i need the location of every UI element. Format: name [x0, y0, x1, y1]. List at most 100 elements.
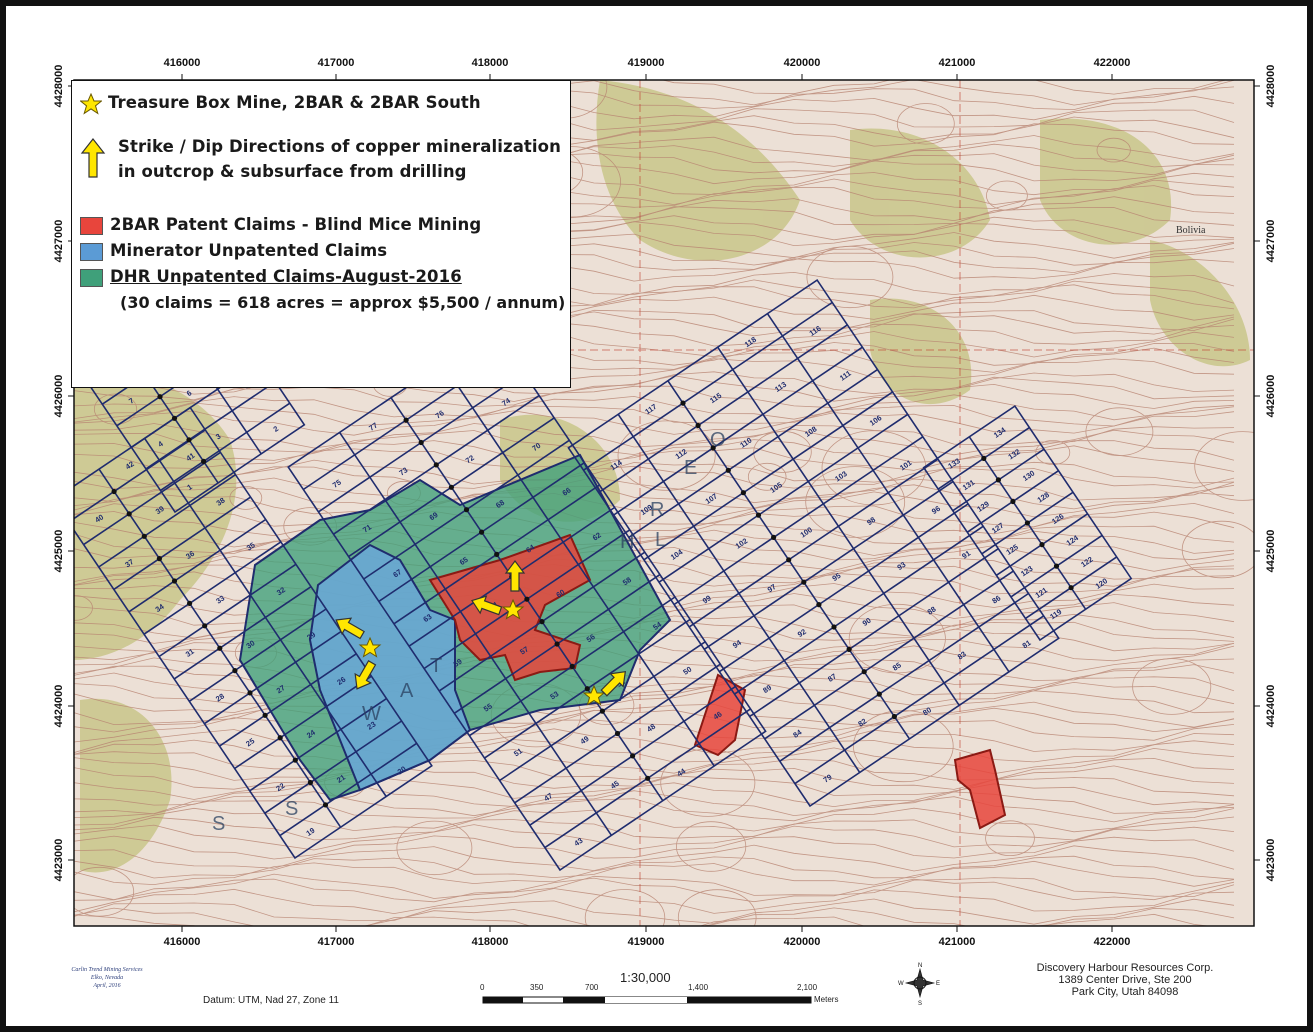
claim-number: 32 — [275, 585, 287, 597]
claim-dot — [232, 668, 238, 674]
svg-text:S: S — [918, 1001, 922, 1007]
y-tick-label: 4424000 — [1265, 685, 1277, 728]
claim-row-line — [264, 720, 403, 814]
claim-number: 76 — [434, 408, 446, 420]
contour-line — [74, 423, 1235, 449]
scale-tick-label: 350 — [530, 983, 544, 992]
contour-ring — [584, 889, 666, 926]
place-letter: S — [285, 798, 298, 820]
legend-label: 2BAR Patent Claims - Blind Mice Mining — [110, 215, 482, 234]
claim-number: 81 — [1021, 638, 1033, 650]
contour-line — [74, 807, 1235, 833]
contour-ring — [986, 180, 1028, 211]
arrow-icon — [600, 670, 627, 697]
minerator-claims — [308, 543, 472, 792]
claim-number: 53 — [548, 689, 560, 701]
datum-text: Datum: UTM, Nad 27, Zone 11 — [203, 995, 339, 1006]
claim-number: 79 — [822, 772, 834, 784]
claim-dot — [1024, 520, 1030, 526]
contour-line — [74, 491, 1235, 518]
claim-dot — [247, 690, 253, 696]
contour-ring — [1194, 431, 1254, 501]
minerator-swatch — [80, 243, 103, 261]
claim-number: 40 — [93, 512, 105, 524]
claim-number: 36 — [184, 549, 196, 561]
place-label-bolivia: Bolivia — [1176, 225, 1206, 236]
credit-line: Elko, Nevada — [90, 975, 124, 981]
claim-number: 48 — [645, 722, 657, 734]
y-tick-label: 4425000 — [53, 530, 65, 573]
claim-dot — [307, 779, 313, 786]
arrow-icon — [335, 617, 365, 640]
claim-number: 49 — [579, 734, 591, 746]
claim-dot — [277, 735, 283, 741]
claim-number: 66 — [561, 486, 573, 498]
contour-ring — [74, 595, 93, 621]
x-tick-label: 416000 — [164, 57, 201, 69]
y-tick-label: 4424000 — [53, 685, 65, 728]
credit-block: Carlin Trend Mining Services Elko, Nevad… — [62, 966, 152, 990]
claim-dot — [801, 579, 807, 585]
y-tick-label: 4426000 — [53, 375, 65, 418]
claim-dot — [433, 462, 439, 468]
contour-line — [74, 707, 1235, 733]
place-letter: O — [710, 429, 726, 451]
claim-number: 22 — [274, 781, 286, 793]
claim-dot — [1068, 585, 1074, 591]
scale-unit: Meters — [814, 995, 839, 1004]
claim-number: 69 — [428, 510, 440, 522]
claim-number: 96 — [930, 504, 942, 516]
contour-line — [74, 428, 1235, 456]
claim-block-outline — [567, 278, 1060, 808]
claim-number: 62 — [591, 530, 603, 542]
claim-dot — [891, 713, 898, 720]
claim-number: 86 — [990, 593, 1002, 605]
claim-number: 28 — [214, 691, 226, 703]
star-icon — [358, 636, 382, 658]
claim-dot — [740, 490, 747, 496]
claim-number: 88 — [926, 605, 938, 617]
claim-dot — [680, 400, 686, 406]
contour-line — [74, 701, 1235, 728]
svg-text:E: E — [936, 981, 940, 987]
claim-number: 80 — [921, 705, 933, 717]
scale-bar — [482, 996, 812, 1004]
x-tick-label: 422000 — [1094, 57, 1131, 69]
contour-line — [74, 664, 1235, 689]
place-letter: T — [430, 655, 442, 677]
contour-line — [74, 844, 1235, 872]
contour-line — [74, 888, 1235, 915]
claim-dot — [725, 467, 731, 473]
claim-dot — [494, 551, 500, 558]
contour-line — [74, 394, 1235, 421]
claim-number: 35 — [245, 540, 257, 552]
claim-row-line — [203, 630, 342, 725]
claim-number: 83 — [956, 649, 968, 661]
star-icon — [582, 684, 606, 706]
claim-number: 87 — [826, 672, 838, 684]
contour-line — [74, 529, 1235, 556]
y-tick-label: 4423000 — [1265, 839, 1277, 882]
claim-number: 31 — [184, 647, 196, 659]
claim-dot — [695, 422, 701, 429]
claim-number: 72 — [464, 453, 476, 465]
claim-number: 59 — [452, 657, 464, 669]
contour-ring — [806, 245, 894, 309]
place-letter: L — [655, 529, 666, 551]
claim-dot — [981, 455, 987, 461]
claim-dot — [755, 512, 762, 518]
company-name: Discovery Harbour Resources Corp. — [1036, 962, 1214, 974]
claim-row-line — [128, 518, 267, 613]
claim-number: 4 — [156, 439, 165, 449]
contour-line — [74, 824, 1235, 851]
claim-dot — [630, 753, 636, 759]
claim-dot — [1039, 542, 1045, 548]
claim-row-line — [74, 429, 206, 520]
claim-number: 82 — [856, 716, 868, 728]
legend-item-mine: Treasure Box Mine, 2BAR & 2BAR South — [80, 93, 481, 115]
contour-line — [74, 860, 1235, 887]
claim-number: 39 — [154, 504, 166, 516]
contour-ring — [74, 866, 135, 917]
claim-row-line — [219, 653, 357, 747]
scale-tick-label: 2,100 — [797, 983, 818, 992]
